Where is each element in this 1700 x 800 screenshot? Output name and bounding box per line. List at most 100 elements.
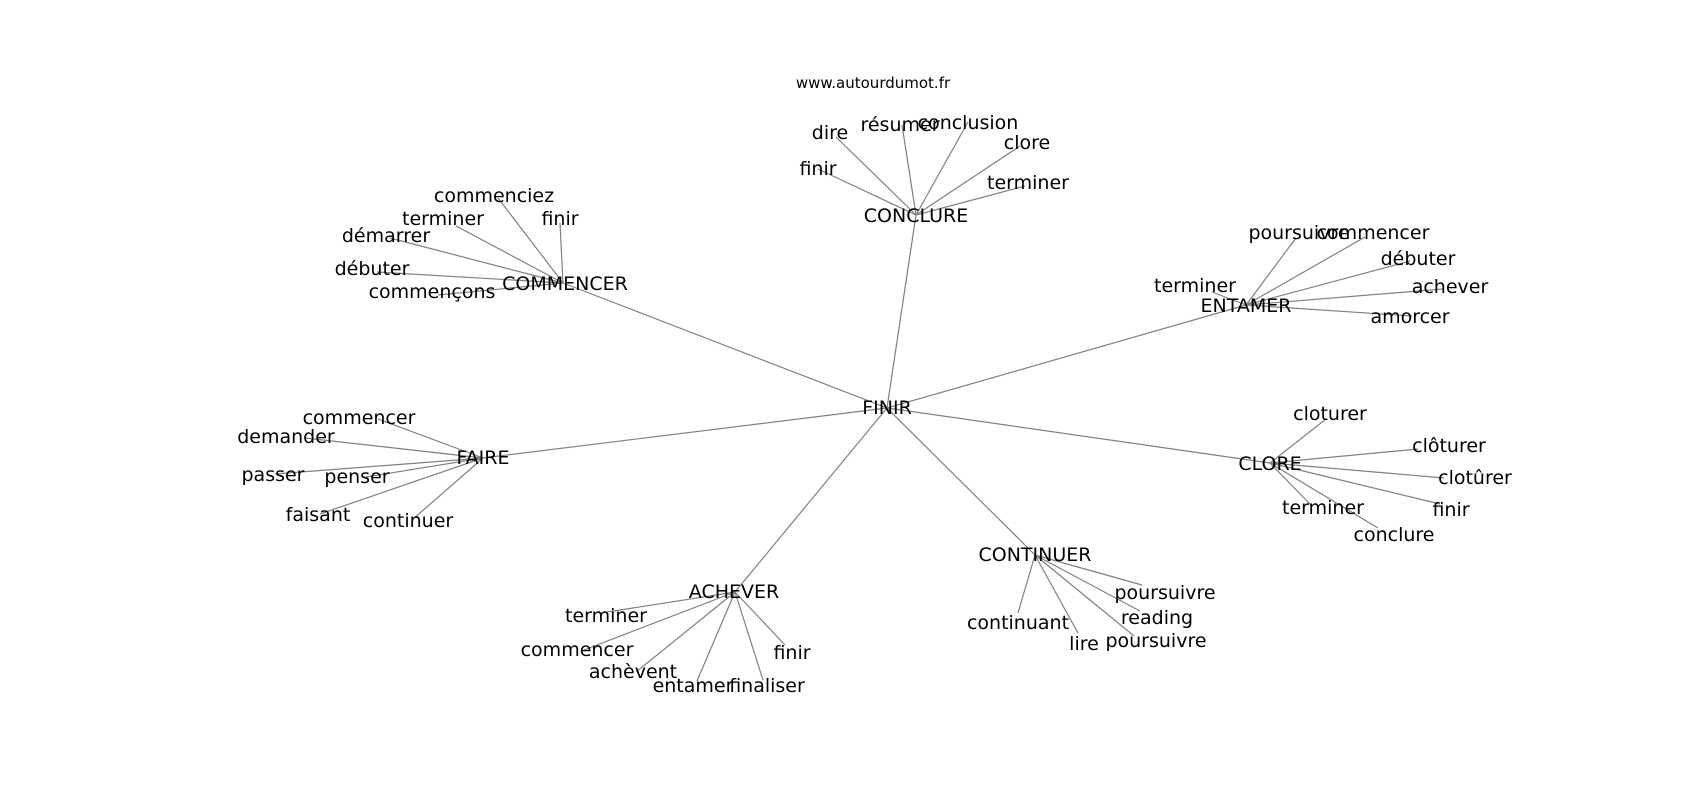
node-leaf-l-cloturer[interactable]: cloturer [1293,403,1367,425]
node-leaf-m-terminer[interactable]: terminer [402,208,484,230]
node-leaf-c-terminer[interactable]: terminer [987,172,1069,194]
edge-clore-l-cloturer3 [1269,462,1445,479]
node-hub-continuer[interactable]: CONTINUER [979,544,1092,566]
edge-continuer-n-lire [1034,554,1079,634]
edge-continuer-n-reading [1034,554,1141,612]
edge-achever-a-finaliser [734,591,764,681]
edge-commencer-m-demarrer [389,237,564,284]
edge-faire-f-demander [304,437,484,459]
edge-faire-f-faisant [319,457,484,515]
node-leaf-f-penser[interactable]: penser [324,466,389,488]
node-leaf-l-conclure[interactable]: conclure [1354,524,1435,546]
node-leaf-e-achever[interactable]: achever [1412,276,1489,298]
edge-finir-achever [734,407,888,593]
edge-commencer-m-debuter [376,271,564,284]
node-leaf-a-commencer[interactable]: commencer [521,639,634,661]
node-leaf-e-poursuivre[interactable]: poursuivre [1248,222,1349,244]
edge-conclure-c-resumer [901,124,917,216]
edge-clore-l-terminer [1269,462,1312,506]
edge-faire-f-commencer [377,418,484,459]
node-center-finir[interactable]: FINIR [862,397,912,419]
node-leaf-c-dire[interactable]: dire [812,122,848,144]
node-leaf-a-achevent[interactable]: achèvent [589,661,677,683]
node-hub-conclure[interactable]: CONCLURE [864,205,968,227]
node-hub-achever[interactable]: ACHEVER [689,581,779,603]
node-leaf-l-finir[interactable]: finir [1432,499,1469,521]
node-leaf-f-commencer[interactable]: commencer [303,407,416,429]
node-leaf-e-commencer[interactable]: commencer [1317,222,1430,244]
node-hub-entamer[interactable]: ENTAMER [1201,295,1292,317]
node-leaf-a-finir[interactable]: finir [773,642,810,664]
edge-commencer-m-commencons [437,282,564,296]
edge-clore-l-cloturer [1269,418,1327,464]
node-leaf-f-demander[interactable]: demander [237,426,335,448]
edge-clore-l-finir [1269,462,1441,505]
node-hub-clore[interactable]: CLORE [1238,453,1301,475]
edge-finir-continuer [886,407,1036,556]
edge-finir-clore [886,407,1271,464]
site-credit: www.autourdumot.fr [796,74,951,92]
node-hub-commencer[interactable]: COMMENCER [502,273,628,295]
graph-edges [274,121,1445,682]
node-leaf-m-debuter[interactable]: débuter [335,258,410,280]
node-leaf-m-demarrer[interactable]: démarrer [342,225,430,247]
node-leaf-n-poursuivre[interactable]: poursuivre [1114,582,1215,604]
edge-faire-f-continuer [411,457,484,521]
node-leaf-c-conclusion[interactable]: conclusion [918,112,1019,134]
node-leaf-e-debuter[interactable]: débuter [1381,248,1456,270]
edge-entamer-e-poursuivre [1245,237,1297,306]
node-leaf-a-entamer[interactable]: entamer [653,675,734,697]
edge-commencer-m-commenciez [497,197,564,284]
edge-continuer-n-continuant [1017,554,1036,614]
edge-conclure-c-clore [915,145,1021,216]
node-leaf-n-lire[interactable]: lire [1069,633,1099,655]
edge-achever-a-finir [734,591,786,646]
node-leaf-a-finaliser[interactable]: finaliser [729,675,805,697]
node-leaf-c-clore[interactable]: clore [1004,132,1050,154]
edge-clore-l-cloturer2 [1269,448,1419,464]
edge-entamer-e-amorcer [1245,304,1413,317]
edge-clore-l-conclure [1269,462,1379,529]
node-leaf-c-finir[interactable]: finir [799,158,836,180]
node-leaf-m-commencons[interactable]: commençons [369,281,496,303]
edge-conclure-c-finir [817,168,917,216]
edge-achever-a-commencer [583,591,736,651]
edge-achever-a-terminer [600,591,736,614]
node-leaf-c-resumer[interactable]: résumer [860,114,939,136]
node-leaf-l-terminer[interactable]: terminer [1282,497,1364,519]
node-leaf-m-finir[interactable]: finir [541,208,578,230]
edge-entamer-e-debuter [1245,260,1411,306]
node-leaf-n-reading[interactable]: reading [1121,607,1193,629]
node-leaf-l-cloturer2[interactable]: clôturer [1412,435,1486,457]
edge-finir-conclure [886,214,917,409]
edge-continuer-n-poursuivre2 [1034,554,1135,637]
edge-faire-f-penser [365,457,484,478]
edge-achever-a-entamer [696,591,736,682]
node-leaf-a-terminer[interactable]: terminer [565,605,647,627]
node-leaf-f-faisant[interactable]: faisant [286,504,351,526]
node-leaf-n-continuant[interactable]: continuant [967,612,1069,634]
edge-continuer-n-poursuivre [1034,554,1143,586]
edge-conclure-c-dire [835,136,917,216]
edge-entamer-e-commencer [1245,236,1366,306]
node-leaf-n-poursuivre2[interactable]: poursuivre [1105,630,1206,652]
node-leaf-m-commenciez[interactable]: commenciez [434,185,554,207]
node-leaf-f-passer[interactable]: passer [241,464,304,486]
edge-entamer-e-achever [1245,288,1444,306]
node-hub-faire[interactable]: FAIRE [457,447,510,469]
edge-finir-faire [482,407,888,459]
edge-conclure-c-conclusion [915,121,969,216]
edge-faire-f-passer [274,457,484,475]
edge-finir-entamer [886,304,1247,409]
node-leaf-e-terminer[interactable]: terminer [1154,275,1236,297]
edge-commencer-m-terminer [455,225,564,284]
node-leaf-f-continuer[interactable]: continuer [363,510,454,532]
node-leaf-e-amorcer[interactable]: amorcer [1370,306,1449,328]
edge-finir-commencer [562,282,888,409]
node-leaf-l-cloturer3[interactable]: clotûrer [1438,467,1512,489]
edge-commencer-m-finir [559,222,564,284]
edge-entamer-e-terminer [1211,291,1247,306]
edge-achever-a-achevent [635,591,736,673]
